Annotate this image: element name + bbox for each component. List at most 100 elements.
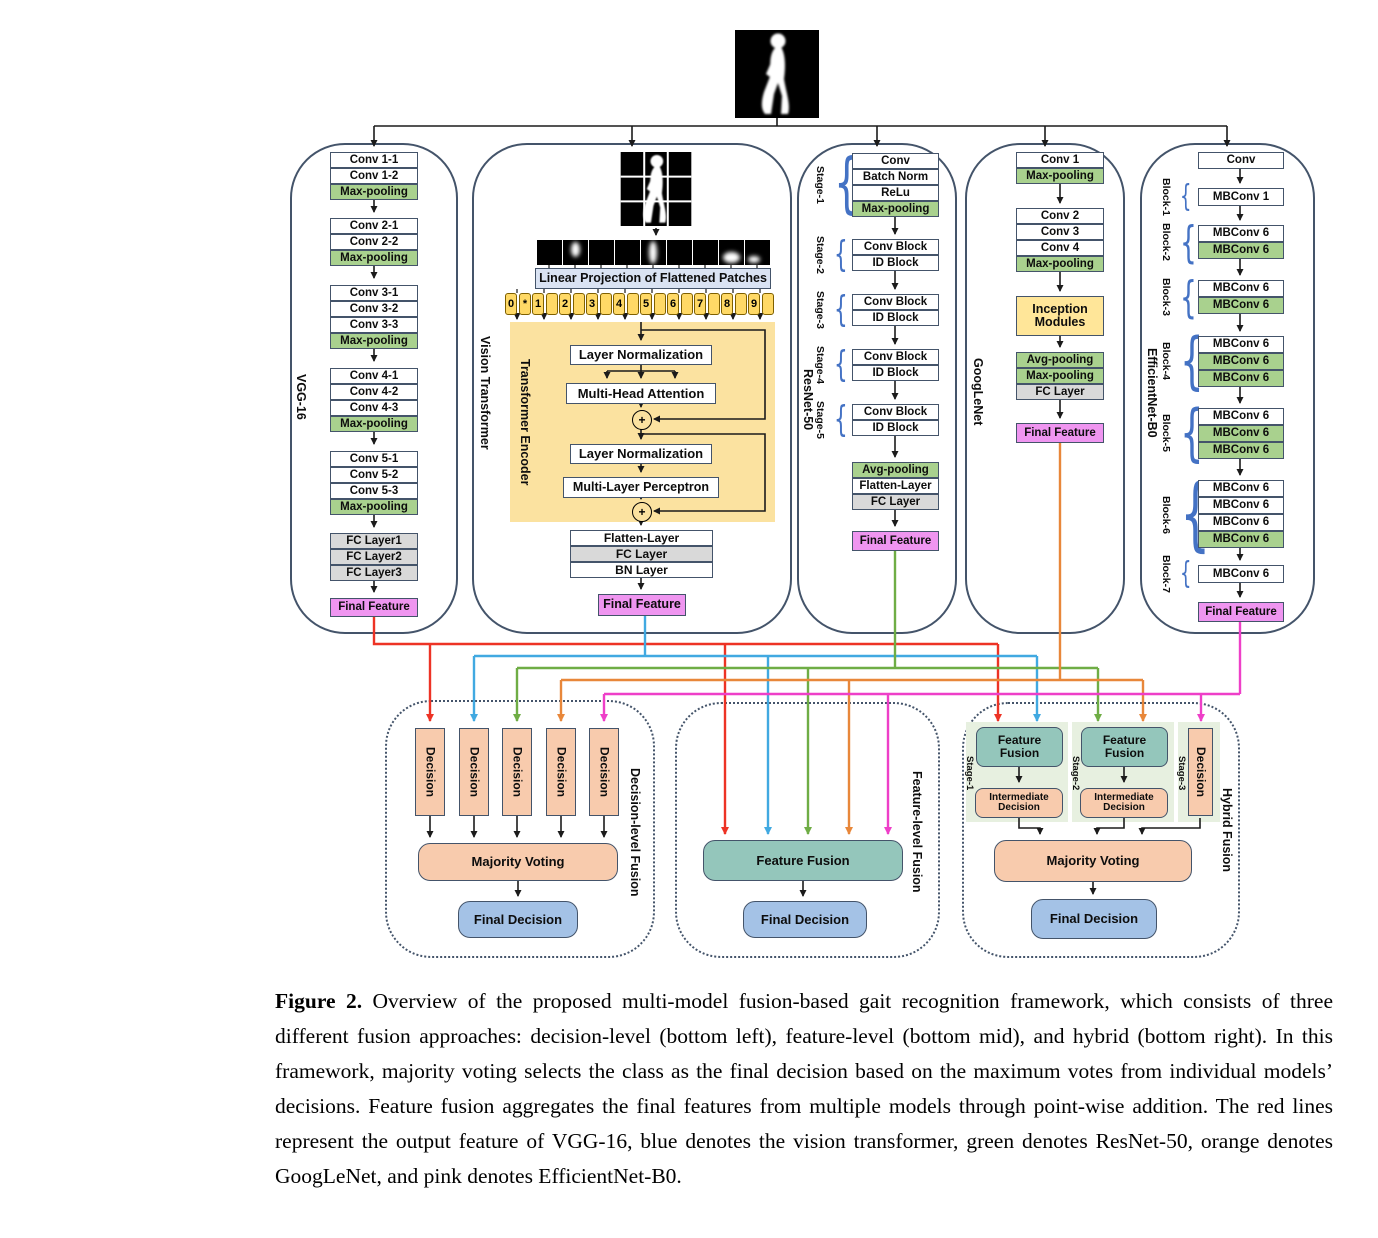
resnet-layer: Conv Block	[852, 404, 939, 420]
efficientnet-block-label: Block-1	[1160, 178, 1172, 216]
vgg-layer: Max-pooling	[330, 416, 418, 432]
resnet-avg-pooling: Avg-pooling	[852, 462, 939, 478]
vgg-layer: Conv 1-1	[330, 152, 418, 168]
transformer-encoder-label: Transformer Encoder	[518, 358, 532, 486]
googlenet-layer: Max-pooling	[1016, 256, 1104, 272]
resnet-stage-label: Stage-2	[814, 236, 826, 274]
efficientnet-block-label: Block-6	[1160, 496, 1172, 534]
patch-image	[667, 240, 692, 265]
vgg-layer: Max-pooling	[330, 184, 418, 200]
final-decision-box: Final Decision	[743, 901, 867, 938]
stage-brace	[834, 347, 848, 383]
stage-brace	[834, 237, 848, 273]
layer-normalization-box: Layer Normalization	[570, 444, 712, 464]
resnet-flatten-layer: Flatten-Layer	[852, 478, 939, 494]
hybrid-stage-label: Stage-2	[1070, 755, 1081, 791]
patch-image	[589, 240, 614, 265]
decision-box: Decision	[415, 728, 445, 816]
vgg-layer: Conv 3-3	[330, 317, 418, 333]
resnet-title: ResNet-50	[801, 369, 815, 431]
token-slot	[762, 293, 774, 315]
panel-decision-level-fusion	[385, 700, 655, 958]
stage-brace	[834, 292, 848, 328]
efficientnet-layer: MBConv 6	[1198, 336, 1284, 353]
vit-flatten-layer: Flatten-Layer	[570, 530, 713, 546]
token-slot	[735, 293, 747, 315]
efficientnet-layer: MBConv 6	[1198, 514, 1284, 531]
efficientnet-layer: MBConv 6	[1198, 280, 1284, 297]
efficientnet-layer: MBConv 6	[1198, 425, 1284, 442]
decision-box: Decision	[546, 728, 576, 816]
resnet-stage-label: Stage-4	[814, 346, 826, 384]
token-6: 6	[667, 293, 679, 315]
token-7: 7	[694, 293, 706, 315]
decision-box: Decision	[459, 728, 489, 816]
patch-image	[693, 240, 718, 265]
efficientnet-block-label: Block-5	[1160, 414, 1172, 452]
vgg-layer: Conv 5-2	[330, 467, 418, 483]
hybrid-decision-box: Decision	[1188, 728, 1213, 816]
resnet-stage-label: Stage-1	[814, 166, 826, 204]
token-1: 1	[532, 293, 544, 315]
token-4: 4	[613, 293, 625, 315]
resnet-layer: Conv Block	[852, 294, 939, 310]
vgg-layer: Conv 4-2	[330, 384, 418, 400]
efficientnet-layer: MBConv 1	[1198, 188, 1284, 206]
resnet-fc-layer: FC Layer	[852, 494, 939, 510]
efficientnet-layer: MBConv 6	[1198, 565, 1284, 583]
vgg-layer: Conv 4-1	[330, 368, 418, 384]
efficientnet-block-label: Block-2	[1160, 223, 1172, 261]
decision-fusion-label: Decision-level Fusion	[628, 767, 642, 897]
hybrid-stage-label: Stage-1	[964, 755, 975, 791]
figure-caption-tag: Figure 2.	[275, 989, 363, 1013]
block-brace	[1180, 221, 1197, 265]
vit-title: Vision Transformer	[478, 336, 492, 450]
multi-layer-perceptron-box: Multi-Layer Perceptron	[563, 477, 719, 498]
token-0: 0	[505, 293, 517, 315]
intermediate-decision-box: Intermediate Decision	[1080, 788, 1168, 818]
vgg-layer: Conv 3-2	[330, 301, 418, 317]
googlenet-max-pooling: Max-pooling	[1016, 368, 1104, 384]
decision-box: Decision	[589, 728, 619, 816]
add-node-icon: +	[632, 410, 652, 430]
vgg-layer: Max-pooling	[330, 333, 418, 349]
resnet-layer: Conv Block	[852, 349, 939, 365]
token-slot	[681, 293, 693, 315]
feature-fusion-label: Feature-level Fusion	[910, 771, 924, 893]
googlenet-layer: Conv 1	[1016, 152, 1104, 168]
vgg-layer: Conv 4-3	[330, 400, 418, 416]
efficientnet-stem: Conv	[1198, 152, 1284, 169]
vgg-final-feature: Final Feature	[330, 598, 418, 617]
token-slot	[573, 293, 585, 315]
token-slot	[708, 293, 720, 315]
stage-brace	[834, 402, 848, 438]
googlenet-fc-layer: FC Layer	[1016, 384, 1104, 400]
googlenet-layer: Conv 2	[1016, 208, 1104, 224]
vgg-layer: Conv 2-2	[330, 234, 418, 250]
figure-caption: Figure 2. Overview of the proposed multi…	[275, 984, 1333, 1194]
efficientnet-layer: MBConv 6	[1198, 497, 1284, 514]
block-brace	[1180, 559, 1191, 589]
vgg-fc-layer: FC Layer1	[330, 533, 418, 549]
gait-silhouette-image	[735, 30, 819, 118]
vgg-layer: Conv 5-1	[330, 451, 418, 467]
vgg-layer: Max-pooling	[330, 499, 418, 515]
efficientnet-layer: MBConv 6	[1198, 531, 1284, 548]
efficientnet-layer: MBConv 6	[1198, 408, 1284, 425]
patch-image	[615, 240, 640, 265]
token-slot	[546, 293, 558, 315]
intermediate-decision-box: Intermediate Decision	[975, 788, 1063, 818]
resnet-layer: Conv	[852, 153, 939, 169]
linear-projection-box: Linear Projection of Flattened Patches	[535, 268, 771, 289]
efficientnet-layer: MBConv 6	[1198, 242, 1284, 259]
vgg-layer: Max-pooling	[330, 250, 418, 266]
patch-silhouette-blob	[723, 252, 740, 263]
efficientnet-layer: MBConv 6	[1198, 353, 1284, 370]
token-slot	[627, 293, 639, 315]
token-5: 5	[640, 293, 652, 315]
vgg-layer: Conv 2-1	[330, 218, 418, 234]
hybrid-fusion-label: Hybrid Fusion	[1220, 787, 1234, 873]
efficientnet-layer: MBConv 6	[1198, 442, 1284, 459]
googlenet-layer: Conv 3	[1016, 224, 1104, 240]
efficientnet-block-label: Block-7	[1160, 555, 1172, 593]
